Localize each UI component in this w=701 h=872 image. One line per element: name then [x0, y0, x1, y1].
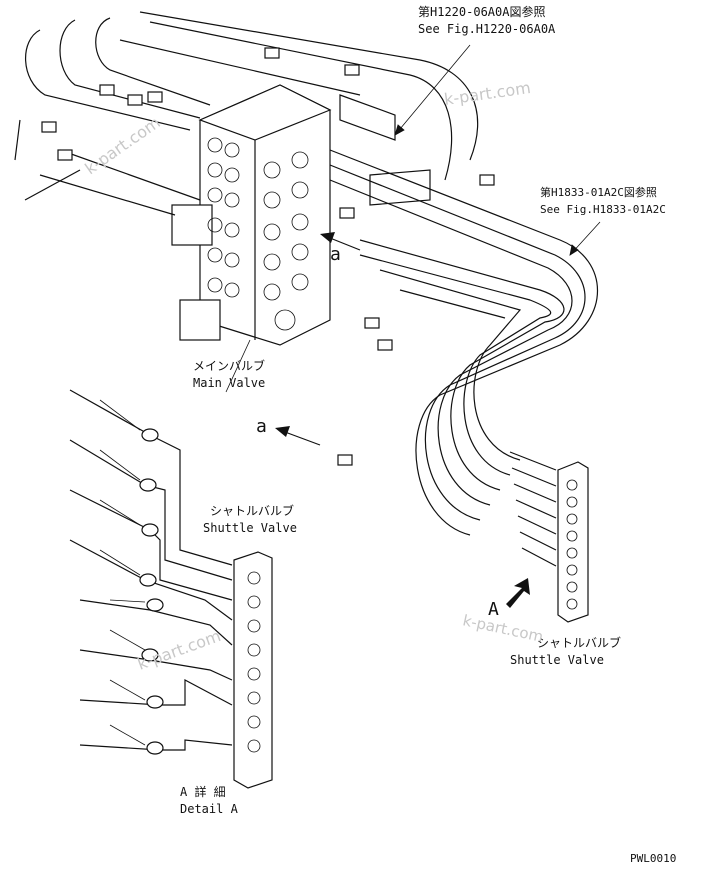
upper-fittings: [41, 47, 495, 466]
view-label-a-upper: a: [330, 244, 341, 265]
shuttle-left-label-en: Shuttle Valve: [203, 521, 297, 535]
ref2-jp: 第H1833-01A2C図参照: [540, 185, 657, 199]
drawing-code: PWL0010: [630, 852, 676, 865]
ref1-en: See Fig.H1220-06A0A: [418, 22, 556, 36]
view-arrow-a-lower: [275, 426, 321, 446]
shuttle-right-label-en: Shuttle Valve: [510, 653, 604, 667]
watermark: k-part.com: [461, 611, 545, 646]
bracket: [339, 94, 431, 206]
view-label-A-big: A: [488, 599, 499, 620]
main-hose-bundle: [329, 149, 599, 536]
watermark: k-part.com: [81, 113, 163, 179]
shuttle-right-label-jp: シャトルバルブ: [537, 635, 621, 650]
view-label-a-lower: a: [256, 416, 267, 437]
view-arrow-a-upper: [320, 232, 361, 251]
main-valve: [171, 84, 332, 346]
leader-lines: [225, 44, 601, 393]
shuttle-valve-left: [233, 551, 273, 789]
detail-hoses: [69, 389, 233, 755]
main-valve-label-jp: メインバルブ: [193, 358, 265, 373]
shuttle-valve-right: [509, 451, 589, 623]
main-valve-label-en: Main Valve: [193, 376, 265, 390]
ref2-en: See Fig.H1833-01A2C: [540, 203, 666, 216]
watermark: k-part.com: [443, 78, 532, 109]
ref1-jp: 第H1220-06A0A図参照: [418, 4, 545, 19]
view-arrow-A-big: [506, 578, 530, 608]
detail-label-jp: A 詳 細: [180, 784, 226, 799]
shuttle-left-label-jp: シャトルバルブ: [210, 503, 294, 518]
upper-hoses: [14, 11, 479, 216]
detail-label-en: Detail A: [180, 802, 239, 816]
